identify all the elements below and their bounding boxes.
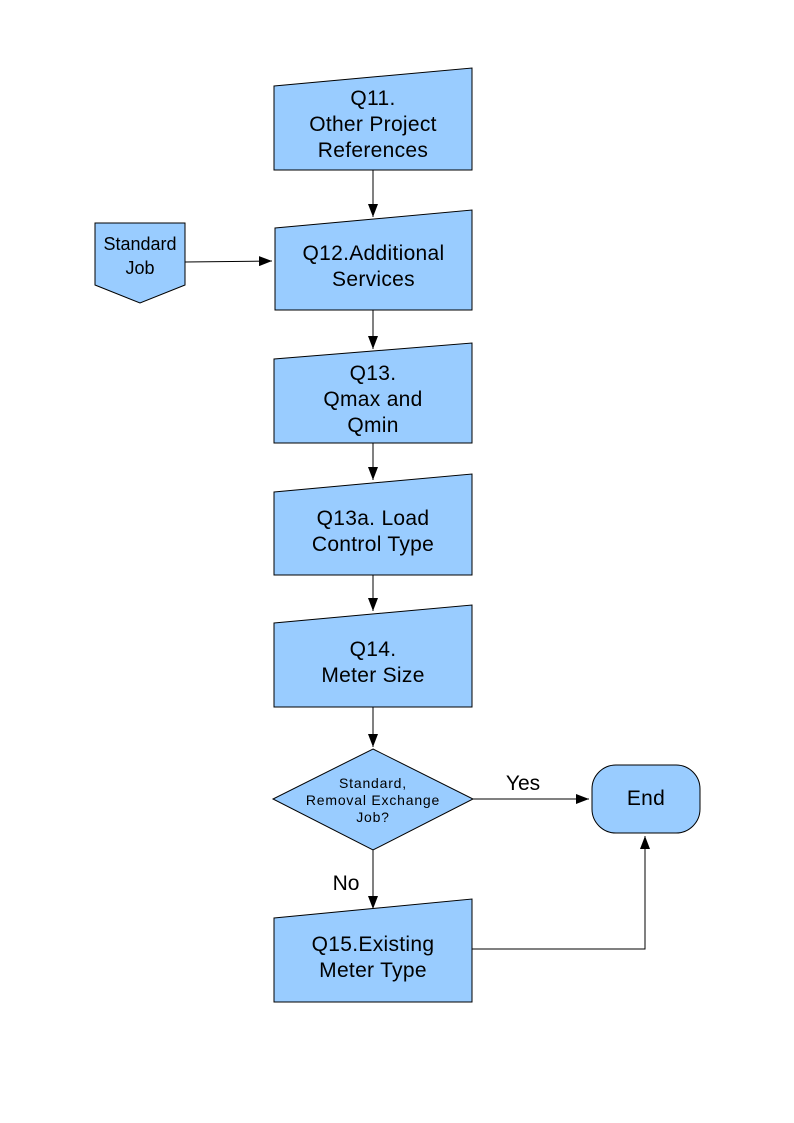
decision-diamond-node xyxy=(271,748,475,851)
end-node xyxy=(591,764,701,834)
q12-node xyxy=(274,209,473,311)
decision-label: Standard, Removal Exchange Job? xyxy=(305,774,441,825)
arrow-q15-to-end xyxy=(472,836,650,950)
arrow-standard-job-to-q12 xyxy=(184,256,273,267)
q13a-node xyxy=(273,473,473,576)
q13-node xyxy=(273,342,473,444)
q11-node xyxy=(273,67,473,171)
no-edge-label: No xyxy=(332,872,360,895)
q15-label: Q15.Existing Meter Type xyxy=(311,932,435,982)
standard-job-node xyxy=(94,222,186,304)
q14-label: Q14. Meter Size xyxy=(321,638,425,687)
end-label: End xyxy=(626,787,666,810)
q14-node xyxy=(273,604,473,708)
standard-job-label: Standard Job xyxy=(103,234,177,278)
yes-edge-label: Yes xyxy=(505,772,541,795)
q12-label: Q12.Additional Services xyxy=(302,242,445,291)
q15-node xyxy=(273,898,473,1003)
q13-label: Q13. Qmax and Qmin xyxy=(323,362,423,437)
q11-label: Q11. Other Project References xyxy=(309,87,437,162)
q13a-label: Q13a. Load Control Type xyxy=(311,506,435,556)
